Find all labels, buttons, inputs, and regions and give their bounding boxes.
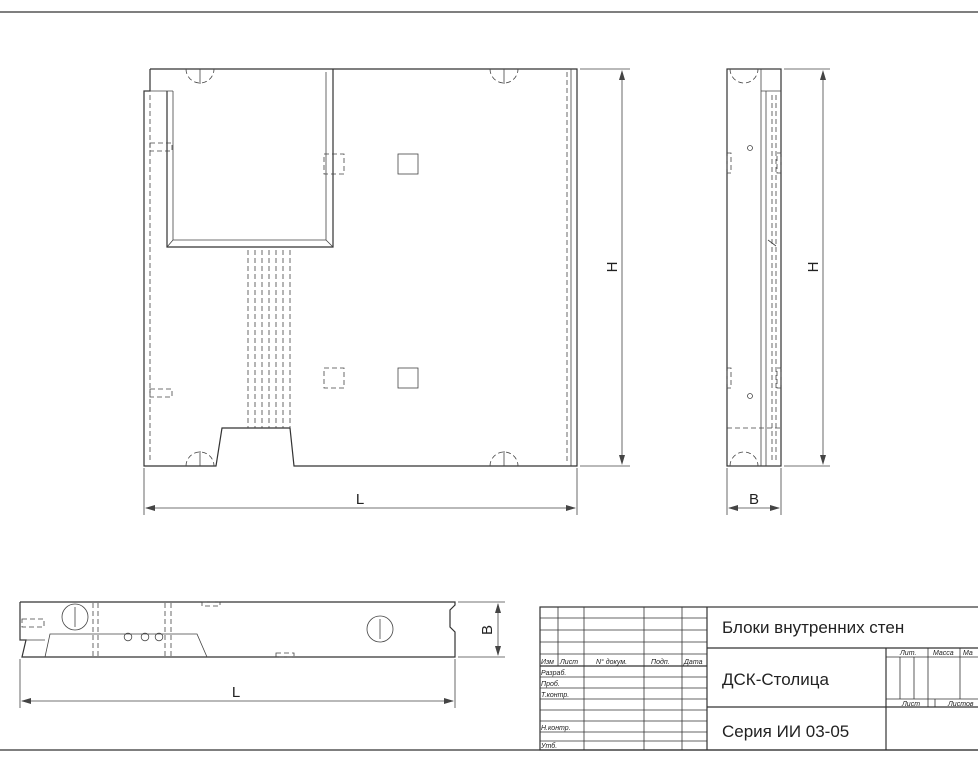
tb-organization: ДСК-Столица [722,670,829,689]
plan-dimension-width [458,601,505,658]
front-height-label: H [604,262,621,273]
title-block-frame [539,606,978,751]
tb-sheet-label: Лист [901,701,920,708]
tb-scale-label: Ма [963,650,973,657]
tb-stage-label: Лит. [899,650,916,657]
plan-lifting-loop-left [61,603,89,631]
side-view [726,68,782,467]
front-hidden-socket-bottom [323,367,345,389]
side-dimension-width [726,468,782,515]
front-opening-inner [172,72,327,241]
front-recess-bottom [397,367,419,389]
plan-lifting-loop-right [366,615,394,643]
front-embed-left-bottom [149,388,173,398]
side-view-outline [726,68,782,467]
plan-length-label: L [232,684,240,701]
tb-role-checker: Проб. [541,680,560,688]
side-dimension-height [784,68,830,467]
tb-header-date: Дата [683,659,703,666]
tb-mass-label: Масса [933,650,954,657]
front-view-outline [143,68,578,467]
tb-role-norm-control: Н.контр. [541,725,571,732]
tb-sheets-label: Листов [947,701,974,708]
tb-series: Серия ИИ 03-05 [722,722,849,741]
tb-role-approver: Утб. [540,742,557,750]
tb-header-doc: N° докум. [596,658,627,666]
front-length-label: L [356,491,364,508]
side-width-label: B [749,491,759,508]
tb-header-list: Лист [559,659,578,666]
tb-role-tech-control: Т.контр. [541,692,569,699]
front-dimension-length [143,468,578,515]
side-height-label: H [805,262,822,273]
plan-view [19,601,456,658]
front-view [143,68,578,467]
front-hidden-socket-top [323,153,345,175]
front-rebar-lines [247,250,291,428]
plan-dimension-length [19,659,456,708]
tb-header-izm: Изм [541,659,554,666]
front-dimension-height [580,68,630,467]
front-opening-outer [166,69,334,248]
tb-role-developer: Разраб. [541,669,566,677]
tb-header-sign: Подп. [651,658,670,666]
front-embed-left-top [149,142,173,152]
plan-width-label: B [479,625,496,635]
title-block [539,606,978,751]
front-recess-top [397,153,419,175]
tb-title: Блоки внутренних стен [722,618,904,637]
plan-view-outline [19,601,456,658]
front-lifting-loops [185,68,519,467]
